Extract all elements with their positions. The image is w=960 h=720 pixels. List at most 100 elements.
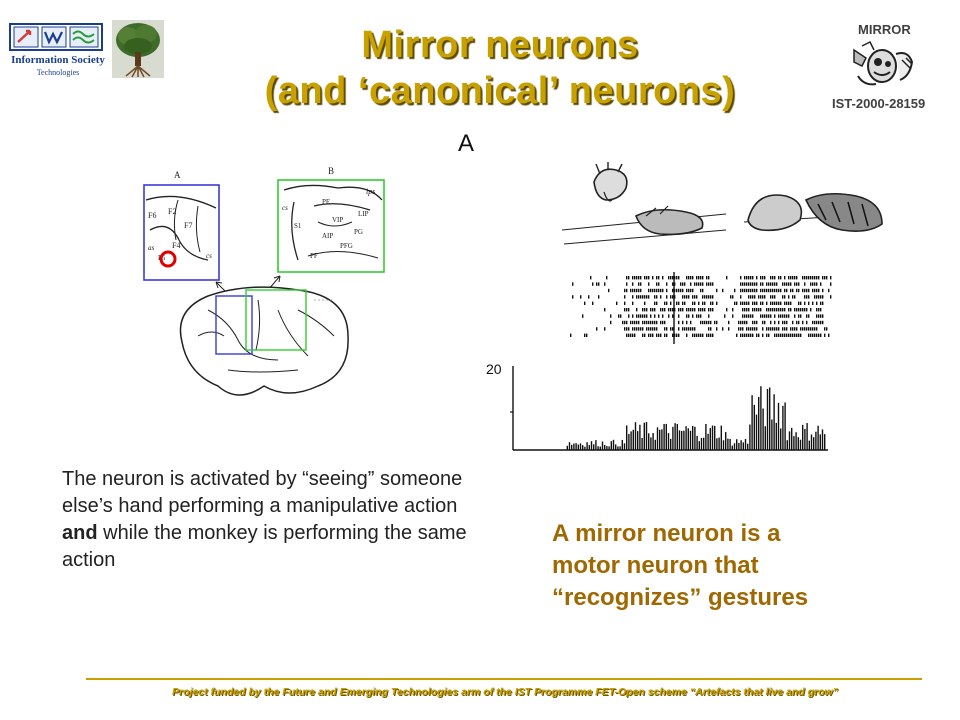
hand-grasp-illustrations: [556, 160, 886, 250]
spike-tick: [790, 276, 792, 280]
histogram-bar: [579, 443, 582, 450]
slide-title-line-2: (and ‘canonical’ neurons): [264, 70, 736, 112]
spike-tick: [784, 327, 786, 331]
spike-tick: [660, 288, 662, 293]
spike-tick: [654, 308, 656, 312]
spike-tick: [652, 333, 654, 337]
spike-tick: [760, 282, 762, 286]
spike-tick: [624, 320, 626, 325]
spike-tick: [650, 320, 652, 325]
spike-tick: [774, 308, 776, 312]
spike-tick: [744, 301, 746, 305]
spike-tick: [726, 308, 728, 312]
spike-tick: [796, 276, 798, 280]
histogram-bar: [784, 402, 786, 450]
spike-tick: [692, 308, 694, 312]
spike-tick: [724, 314, 726, 318]
spike-tick: [698, 308, 700, 312]
logo-text-line-2: Technologies: [36, 68, 80, 77]
spike-tick: [638, 288, 640, 293]
spike-tick: [774, 295, 776, 299]
spike-tick: [652, 308, 654, 312]
spike-tick: [652, 288, 654, 293]
histogram-bar: [663, 423, 665, 450]
spike-tick: [698, 282, 700, 286]
slide-title-line-1: Mirror neurons: [361, 24, 639, 66]
spike-tick: [628, 308, 630, 312]
histogram-bar: [760, 386, 762, 450]
histogram-bar: [632, 429, 634, 450]
spike-tick: [706, 333, 708, 337]
spike-tick: [704, 308, 706, 312]
histogram-bar: [681, 430, 683, 450]
spike-tick: [698, 314, 700, 318]
spike-tick: [794, 282, 796, 286]
histogram-bar: [597, 446, 599, 450]
spike-tick: [750, 282, 752, 286]
spike-tick: [822, 320, 824, 325]
histogram-bar: [766, 388, 769, 450]
spike-tick: [824, 327, 826, 331]
spike-tick: [778, 308, 780, 312]
histogram-bar: [731, 445, 733, 450]
spike-tick: [634, 333, 636, 337]
spike-tick: [694, 301, 696, 305]
spike-tick: [630, 333, 632, 337]
spike-tick: [762, 295, 764, 299]
spike-tick: [714, 320, 716, 325]
spike-tick: [778, 301, 780, 305]
spike-tick: [716, 320, 718, 325]
spike-tick: [794, 327, 796, 331]
area-label-aip: AIP: [322, 232, 333, 240]
spike-tick: [666, 327, 668, 331]
spike-tick: [770, 327, 772, 331]
spike-tick: [780, 276, 782, 280]
spike-tick: [638, 295, 640, 299]
histogram-bar: [707, 433, 709, 450]
histogram-bar: [623, 443, 626, 450]
spike-tick: [774, 288, 776, 293]
histogram-bar: [764, 426, 766, 450]
histogram-bar: [725, 432, 727, 450]
spike-tick: [582, 314, 584, 318]
spike-tick: [790, 288, 792, 293]
spike-tick: [770, 288, 772, 293]
spike-tick: [670, 308, 672, 312]
spike-tick: [818, 333, 820, 337]
spike-tick: [808, 276, 810, 280]
spike-tick: [664, 333, 666, 337]
histogram-bar: [656, 427, 659, 450]
brain-anatomy-figure: A F6 F2 F7 F4 F5 as cs B PE ips cs S1 VI…: [138, 160, 400, 406]
spike-tick: [808, 295, 810, 299]
spike-tick: [642, 333, 644, 337]
histogram-bar: [797, 437, 799, 450]
spike-tick: [800, 301, 802, 305]
spike-tick: [746, 333, 748, 337]
spike-tick: [742, 314, 744, 318]
spike-tick: [708, 282, 710, 286]
spike-tick: [754, 308, 756, 312]
area-label-pe: PE: [322, 198, 330, 206]
spike-tick: [674, 333, 676, 337]
spike-tick: [648, 333, 650, 337]
spike-tick: [782, 314, 784, 318]
spike-tick: [678, 301, 680, 305]
spike-tick: [628, 327, 630, 331]
spike-tick: [688, 308, 690, 312]
spike-tick: [688, 276, 690, 280]
spike-tick: [696, 314, 698, 318]
spike-tick: [686, 320, 688, 325]
spike-tick: [784, 288, 786, 293]
spike-tick: [624, 308, 626, 312]
area-label-f6: F6: [148, 211, 156, 220]
histogram-bar: [793, 436, 795, 450]
spike-tick: [752, 314, 754, 318]
spike-tick: [598, 295, 600, 299]
spike-tick: [652, 276, 654, 280]
spike-tick: [636, 288, 638, 293]
histogram-bar: [817, 425, 819, 450]
raster-svg: [570, 272, 832, 344]
spike-tick: [820, 295, 822, 299]
spike-tick: [740, 295, 742, 299]
spike-tick: [800, 308, 802, 312]
